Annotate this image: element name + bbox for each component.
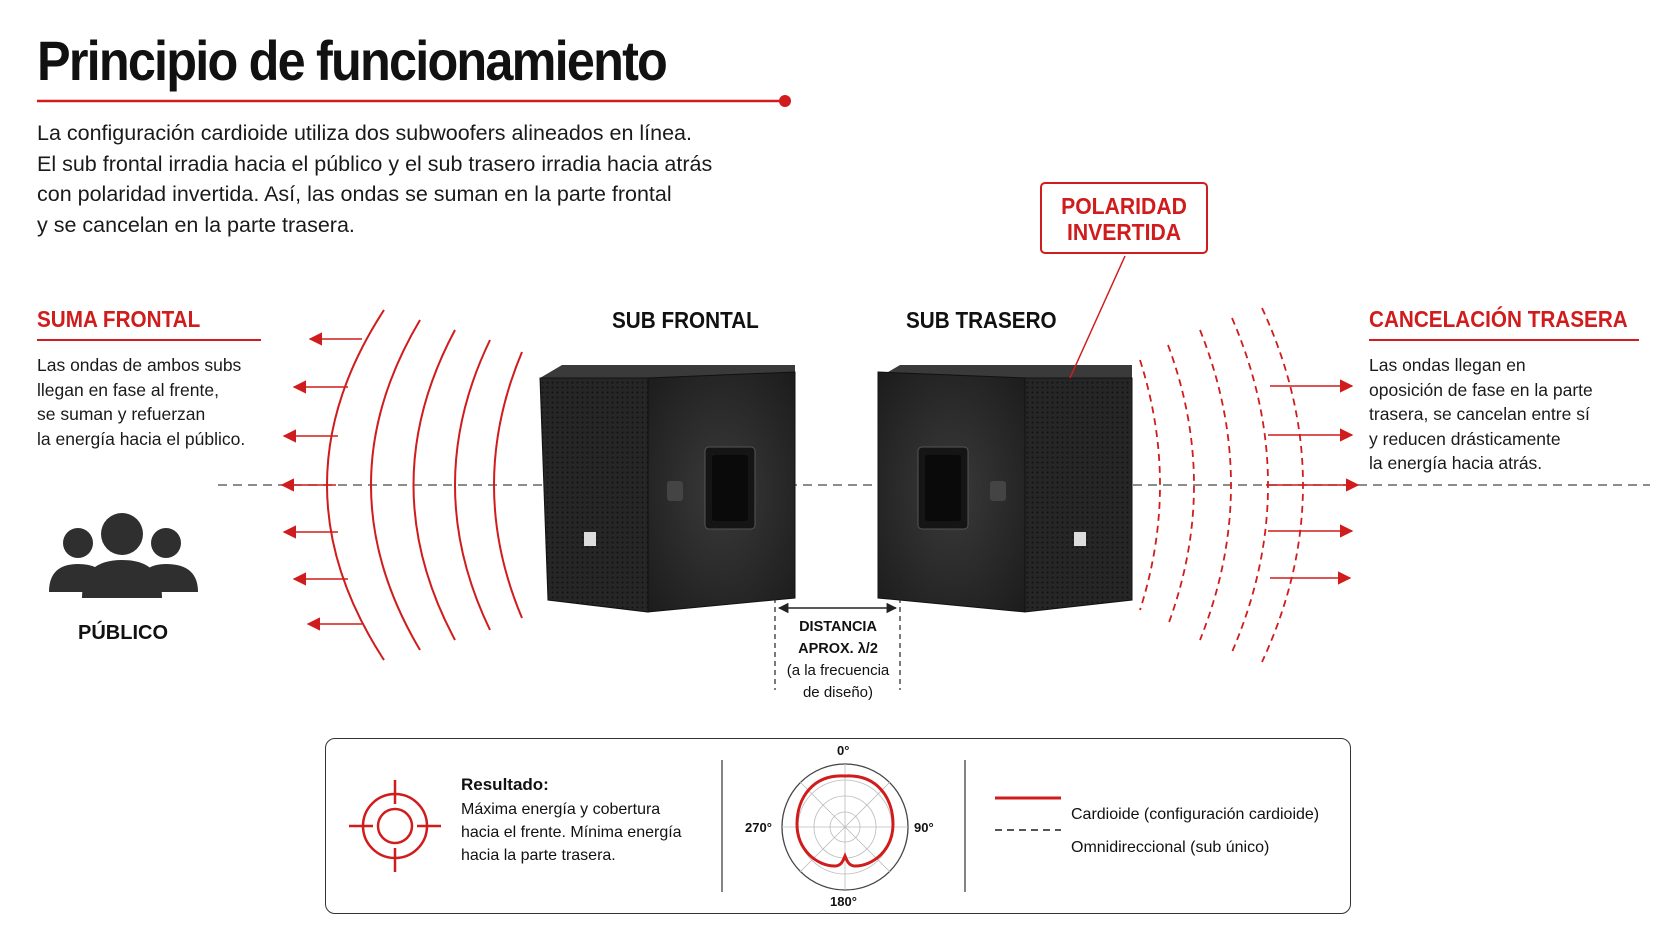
result-title: Resultado: bbox=[461, 775, 549, 794]
suma-frontal-block: SUMA FRONTAL Las ondas de ambos subs lle… bbox=[37, 306, 261, 451]
people-icon bbox=[49, 513, 198, 598]
heading-underline bbox=[37, 339, 261, 341]
polar-label-right: 90° bbox=[914, 820, 934, 835]
arrow-left-icon bbox=[280, 332, 362, 631]
intro-paragraph: La configuración cardioide utiliza dos s… bbox=[37, 118, 857, 240]
suma-frontal-text: Las ondas de ambos subs llegan en fase a… bbox=[37, 353, 261, 451]
sub-frontal-speaker bbox=[539, 365, 796, 613]
polarity-callout: POLARIDAD INVERTIDA bbox=[1040, 182, 1208, 254]
sub-frontal-label: SUB FRONTAL bbox=[612, 307, 759, 333]
result-text: Máxima energía y cobertura hacia el fren… bbox=[461, 798, 682, 867]
cancelacion-trasera-text: Las ondas llegan en oposición de fase en… bbox=[1369, 353, 1657, 476]
text-line: trasera, se cancelan entre sí bbox=[1369, 404, 1590, 424]
sub-trasero-label: SUB TRASERO bbox=[906, 307, 1057, 333]
distance-note: (a la frecuencia bbox=[786, 662, 890, 679]
polar-pattern-icon bbox=[781, 763, 909, 891]
polar-label-left: 270° bbox=[745, 820, 772, 835]
title-underline bbox=[37, 95, 791, 107]
legend-dashed-label: Omnidireccional (sub único) bbox=[1071, 839, 1270, 856]
text-line: llegan en fase al frente, bbox=[37, 379, 219, 400]
cancelacion-trasera-heading: CANCELACIÓN TRASERA bbox=[1369, 306, 1628, 332]
cancelacion-trasera-block: CANCELACIÓN TRASERA Las ondas llegan en … bbox=[1369, 306, 1657, 476]
text-line: la energía hacia el público. bbox=[37, 428, 246, 449]
distance-marker bbox=[774, 580, 901, 690]
polarity-line: POLARIDAD bbox=[1061, 193, 1187, 219]
text-line: Máxima energía y cobertura bbox=[461, 801, 661, 818]
legend-solid-label: Cardioide (configuración cardioide) bbox=[1071, 806, 1320, 823]
intro-line: El sub frontal irradia hacia el público … bbox=[37, 151, 713, 176]
sub-trasero-speaker bbox=[877, 365, 1133, 613]
text-line: la energía hacia atrás. bbox=[1369, 453, 1543, 473]
result-graphics bbox=[349, 760, 1061, 892]
polar-label-bottom: 180° bbox=[830, 894, 857, 909]
text-line: hacia la parte trasera. bbox=[461, 847, 616, 864]
heading-underline bbox=[1369, 339, 1639, 341]
text-line: hacia el frente. Mínima energía bbox=[461, 824, 682, 841]
intro-line: con polaridad invertida. Así, las ondas … bbox=[37, 182, 672, 206]
text-line: y reducen drásticamente bbox=[1369, 428, 1561, 449]
distance-label: DISTANCIA APROX. λ/2 (a la frecuencia de… bbox=[770, 616, 906, 704]
audience-label: PÚBLICO bbox=[78, 622, 168, 644]
text-line: Las ondas llegan en bbox=[1369, 355, 1526, 375]
intro-line: La configuración cardioide utiliza dos s… bbox=[37, 121, 692, 145]
distance-line: APROX. λ/2 bbox=[798, 641, 878, 657]
suma-frontal-heading: SUMA FRONTAL bbox=[37, 306, 201, 332]
arrow-right-icon bbox=[1266, 379, 1360, 585]
polarity-pointer bbox=[1069, 255, 1126, 379]
polarity-line: INVERTIDA bbox=[1066, 219, 1182, 245]
text-line: oposición de fase en la parte bbox=[1369, 379, 1593, 400]
intro-line: y se cancelan en la parte trasera. bbox=[37, 212, 355, 237]
distance-line: DISTANCIA bbox=[799, 619, 877, 635]
page-title: Principio de funcionamiento bbox=[37, 29, 668, 92]
distance-note: de diseño) bbox=[802, 684, 874, 701]
polar-label-top: 0° bbox=[837, 743, 850, 758]
front-waves bbox=[326, 309, 523, 661]
result-panel bbox=[325, 738, 1351, 914]
text-line: se suman y refuerzan bbox=[37, 404, 206, 424]
target-icon bbox=[349, 780, 441, 872]
text-line: Las ondas de ambos subs bbox=[37, 355, 242, 375]
